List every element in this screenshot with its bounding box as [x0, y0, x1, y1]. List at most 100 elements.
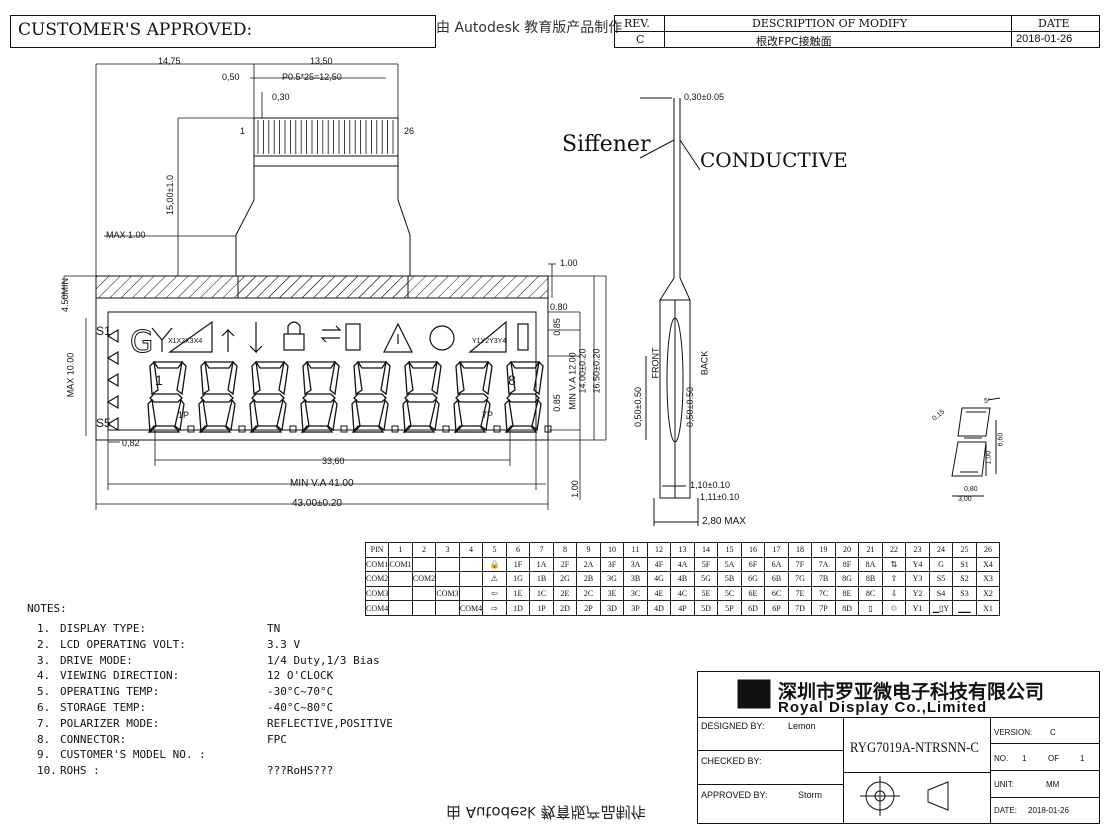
table-cell: 6E	[740, 585, 766, 602]
back-label: BACK	[699, 350, 710, 376]
table-cell: 6G	[740, 571, 766, 587]
table-cell: 3	[435, 542, 460, 558]
table-cell: Y2	[905, 585, 930, 602]
digit-segment	[458, 361, 490, 369]
table-cell: 25	[952, 542, 977, 558]
table-cell: ▯	[858, 600, 883, 616]
table-cell: 3B	[623, 571, 648, 587]
digit-segment	[176, 360, 187, 396]
table-cell: 20	[834, 542, 860, 558]
digit-segment	[203, 361, 235, 369]
table-cell: 2	[411, 542, 437, 558]
dim-110: 1,10±0.10	[690, 480, 730, 490]
signal-bars-x-icon	[168, 320, 213, 353]
table-cell	[388, 571, 413, 587]
table-cell	[435, 556, 460, 573]
table-cell: 4B	[670, 571, 695, 587]
table-cell: 1	[388, 542, 413, 558]
table-cell	[435, 571, 460, 587]
table-cell: ⇧	[881, 571, 907, 587]
table-cell: 3P	[623, 600, 648, 616]
table-cell: COM4	[364, 600, 390, 616]
digit-segment	[506, 360, 516, 396]
watermark-top: 由 Autodesk 教育版产品制作	[436, 20, 623, 36]
table-cell: 4G	[646, 571, 672, 587]
seg-dim-5deg: 5°	[984, 398, 991, 405]
watermark-bottom: 由 Autodesk 教育版产品制作	[446, 803, 646, 821]
dim-050: 0,50	[222, 72, 240, 82]
desc-label: DESCRIPTION OF MODIFY	[752, 17, 908, 30]
customer-approved-label: CUSTOMER'S APPROVED:	[18, 20, 253, 40]
digit-segment	[174, 398, 185, 432]
decimal-point	[442, 425, 450, 433]
table-cell: 4C	[670, 585, 695, 602]
digit-segment	[251, 393, 285, 403]
digit-1-label: 1	[155, 372, 163, 388]
dim-1350: 13,50	[310, 56, 333, 66]
dim-minva41: MIN V.A 41.00	[290, 478, 354, 489]
digit-segment	[249, 398, 259, 434]
label-x1x4: X1X2X3X4	[168, 338, 203, 345]
segment-detail	[951, 397, 1001, 497]
seg-dim-100: 1,00	[985, 450, 993, 465]
dim-080: 0.80	[550, 302, 568, 312]
title-block	[697, 671, 1100, 824]
note-value: ???RoHS???	[267, 764, 334, 778]
company-name-cn: 深圳市罗亚微电子科技有限公司	[778, 681, 1045, 703]
table-cell: Y1	[905, 600, 930, 616]
note-label: CUSTOMER'S MODEL NO. :	[60, 748, 206, 762]
dim-minva12: MIN V.A 12.00	[567, 352, 578, 410]
table-cell: 24	[928, 542, 954, 558]
table-cell: 8F	[834, 556, 860, 573]
pin-1-label: 1	[240, 126, 246, 136]
table-cell: 🔒	[482, 556, 507, 573]
customer-approved-box	[10, 15, 436, 48]
table-cell: 4E	[646, 585, 672, 602]
digit-segment	[453, 398, 463, 434]
table-cell: 2G	[552, 571, 578, 587]
digit-segment	[147, 398, 157, 434]
note-label: DISPLAY TYPE:	[60, 622, 147, 635]
table-cell: 8A	[858, 556, 883, 573]
digit-segment	[353, 360, 363, 396]
unit-value: MM	[1046, 780, 1060, 789]
digit-segment	[402, 425, 436, 433]
designed-by-value: Lemon	[788, 721, 816, 731]
dim-max100: MAX 1.00	[106, 230, 146, 240]
digit-segment	[353, 393, 387, 403]
digit-segment	[302, 393, 336, 403]
table-cell: 2A	[576, 556, 601, 573]
digit-segment	[531, 398, 542, 432]
table-cell	[388, 600, 413, 616]
digit-segment	[278, 360, 289, 396]
dim-085b: 0.85	[551, 394, 562, 412]
table-cell: 4A	[670, 556, 695, 573]
pin-26-label: 26	[404, 126, 415, 136]
table-cell: 7	[529, 542, 554, 558]
model-number: RYG7019A-NTRSNN-C	[850, 740, 979, 756]
table-cell: 6P	[764, 600, 789, 616]
decimal-point	[340, 425, 348, 433]
digit-segment	[509, 361, 541, 369]
table-cell: 7A	[811, 556, 836, 573]
table-cell: 2C	[576, 585, 601, 602]
table-cell: X2	[975, 585, 1001, 602]
table-cell: 18	[787, 542, 813, 558]
note-number: 1.	[37, 622, 51, 635]
digit-segment	[249, 425, 283, 433]
digit-segment	[200, 393, 234, 403]
table-cell: 26	[975, 542, 1001, 558]
table-cell: 4D	[646, 600, 672, 616]
decimal-point	[238, 425, 246, 433]
table-cell: 21	[858, 542, 883, 558]
table-cell: 17	[764, 542, 789, 558]
table-cell: PIN	[364, 542, 390, 558]
table-cell: S3	[952, 585, 977, 602]
table-cell: 6B	[764, 571, 789, 587]
digit-segment	[506, 393, 540, 403]
table-cell: Y3	[905, 571, 930, 587]
note-value: 3.3 V	[267, 637, 301, 651]
conductive-label: CONDUCTIVE	[700, 148, 848, 172]
